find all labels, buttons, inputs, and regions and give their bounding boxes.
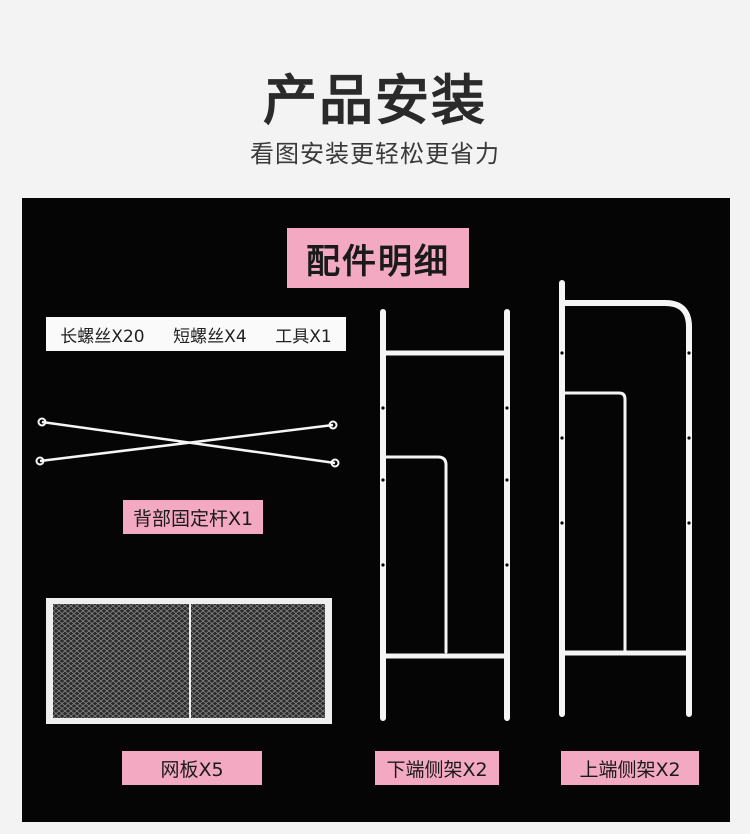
long-screw-label: 长螺丝X20 (60, 326, 145, 347)
back-cross-rod-image (35, 417, 340, 468)
lower-side-frame-image (380, 309, 510, 721)
lower-side-frame-label: 下端侧架X2 (375, 751, 499, 785)
upper-side-frame-label: 上端侧架X2 (561, 751, 699, 785)
short-screw-label: 短螺丝X4 (173, 326, 247, 347)
tool-label: 工具X1 (275, 326, 332, 347)
page-subtitle: 看图安装更轻松更省力 (250, 140, 500, 168)
upper-side-frame-image (559, 280, 692, 717)
mesh-board-label: 网板X5 (122, 751, 262, 785)
mesh-board-image (46, 598, 332, 724)
parts-list-tag: 配件明细 (287, 228, 469, 288)
small-parts-bar: 长螺丝X20 短螺丝X4 工具X1 (46, 317, 346, 351)
page-title: 产品安装 (263, 69, 487, 132)
back-rod-label: 背部固定杆X1 (123, 500, 263, 534)
